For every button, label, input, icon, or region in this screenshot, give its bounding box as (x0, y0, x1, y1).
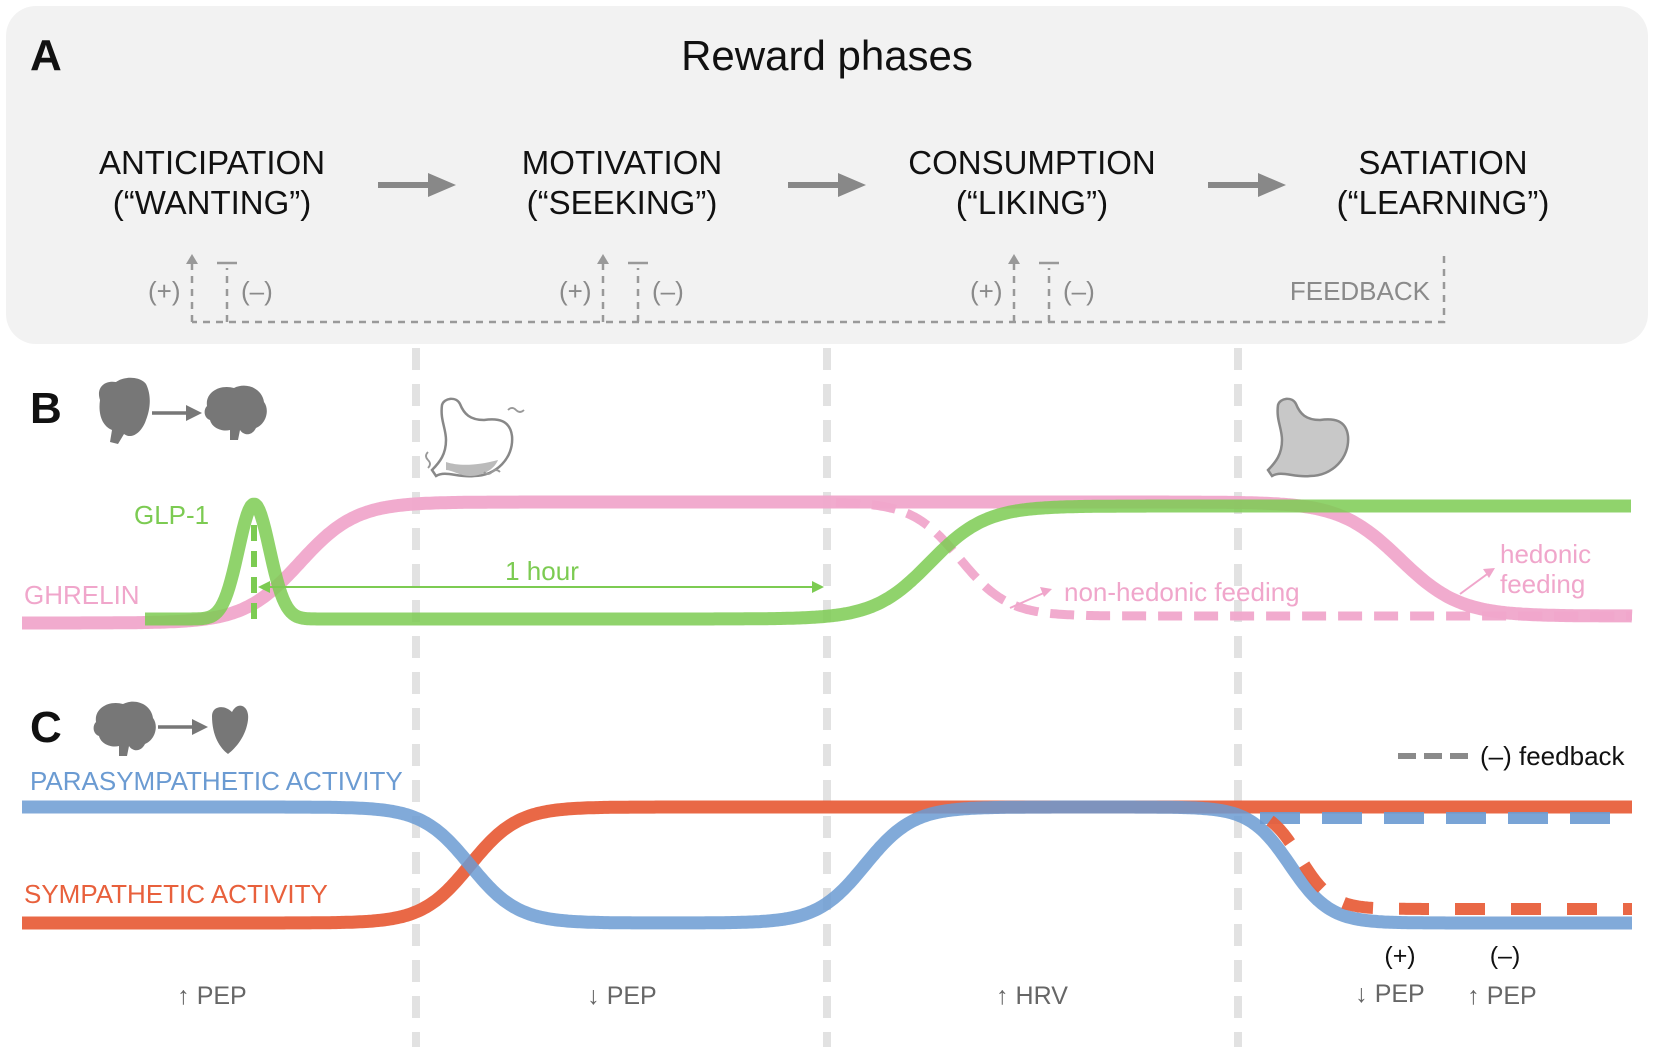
parasympathetic-label: PARASYMPATHETIC ACTIVITY (30, 766, 403, 796)
positive-feedback-arrow-icon (186, 254, 198, 264)
feedback-plus-label: (+) (970, 276, 1003, 306)
parasympathetic-curve (17, 800, 1637, 930)
feedback-label: FEEDBACK (1290, 276, 1431, 306)
sympathetic-curve (17, 800, 1637, 930)
marker-text: PEP (1375, 980, 1425, 1008)
feedback-plus-label: (+) (559, 276, 592, 306)
feedback-loop (190, 256, 1446, 324)
marker-text: PEP (1487, 982, 1537, 1010)
panel-a-letter: A (30, 31, 62, 80)
panel-a-title: Reward phases (681, 32, 973, 79)
marker-text: PEP (197, 982, 247, 1010)
feedback-plus-label: (+) (148, 276, 181, 306)
marker-arrow: ↓ (1355, 980, 1368, 1008)
phase-satiation-line2: (“LEARNING”) (1337, 184, 1550, 221)
marker-arrow: ↓ (587, 982, 600, 1010)
phase-motivation-line1: MOTIVATION (522, 144, 722, 181)
marker-arrow: ↑ (1467, 982, 1480, 1010)
hedonic-label-line1: hedonic (1500, 539, 1591, 569)
phase-separators (412, 348, 1242, 1047)
glp1-curve (140, 497, 1636, 626)
phase-consumption-line1: CONSUMPTION (908, 144, 1156, 181)
ghrelin-non-hedonic-curve (833, 498, 1635, 621)
ghrelin-curve-group (17, 495, 1637, 630)
non-hedonic-pointer-icon (1009, 587, 1052, 609)
panel-b: B 1 hour GLP-1 (17, 377, 1637, 630)
stomach-full-icon (1266, 397, 1350, 478)
glp1-label: GLP-1 (134, 500, 209, 530)
ghrelin-label: GHRELIN (24, 580, 140, 610)
panel-c: C (–) feedback PARASYMPATHETIC ACTIVITY … (17, 701, 1637, 1010)
positive-feedback-arrow-icon (1008, 254, 1020, 264)
marker-consumption: ↑ HRV (996, 982, 1068, 1010)
feedback-minus-label: (–) (241, 276, 273, 306)
stomach-empty-icon (425, 397, 525, 478)
feedback-legend-label: (–) feedback (1480, 741, 1626, 771)
glp1-curve-group (140, 497, 1636, 626)
phase-satiation-line1: SATIATION (1358, 144, 1527, 181)
one-hour-label: 1 hour (505, 556, 579, 586)
ghrelin-curve (17, 495, 1637, 630)
marker-sign-negative: (–) (1490, 942, 1521, 970)
phase-motivation-line2: (“SEEKING”) (527, 184, 718, 221)
feedback-minus-label: (–) (1063, 276, 1095, 306)
panel-a: A Reward phases ANTICIPATION (“WANTING”)… (6, 6, 1648, 344)
gut-icon (98, 377, 150, 444)
phase-anticipation-line2: (“WANTING”) (113, 184, 312, 221)
brain-icon (93, 701, 156, 756)
hedonic-pointer-icon (1459, 568, 1495, 595)
marker-motivation: ↓ PEP (587, 982, 656, 1010)
phase-arrow-icon (1208, 173, 1286, 197)
arrow-right-icon (152, 405, 202, 421)
marker-sign-positive: (+) (1384, 942, 1415, 970)
phase-arrow-icon (378, 173, 456, 197)
positive-feedback-arrow-icon (597, 254, 609, 264)
marker-satiation-negative: ↑ PEP (1467, 982, 1536, 1010)
phase-consumption-line2: (“LIKING”) (956, 184, 1108, 221)
marker-satiation-positive: ↓ PEP (1355, 980, 1424, 1008)
arrow-right-icon (158, 719, 208, 735)
sympathetic-label: SYMPATHETIC ACTIVITY (24, 879, 328, 909)
feedback-minus-label: (–) (652, 276, 684, 306)
heart-icon (212, 705, 249, 754)
marker-anticipation: ↑ PEP (177, 982, 246, 1010)
panel-c-letter: C (30, 703, 62, 752)
phase-anticipation-line1: ANTICIPATION (99, 144, 325, 181)
panel-a-background (6, 6, 1648, 344)
panel-b-letter: B (30, 384, 62, 433)
hedonic-label-line2: feeding (1500, 569, 1585, 599)
marker-text: PEP (607, 982, 657, 1010)
marker-text: HRV (1016, 982, 1069, 1010)
non-hedonic-label: non-hedonic feeding (1064, 577, 1300, 607)
marker-arrow: ↑ (177, 982, 190, 1010)
autonomic-curve-group (17, 800, 1637, 930)
brain-icon (204, 385, 267, 440)
sympathetic-feedback-curve (1266, 815, 1636, 915)
phase-arrow-icon (788, 173, 866, 197)
one-hour-arrow (258, 581, 824, 593)
marker-arrow: ↑ (996, 982, 1009, 1010)
